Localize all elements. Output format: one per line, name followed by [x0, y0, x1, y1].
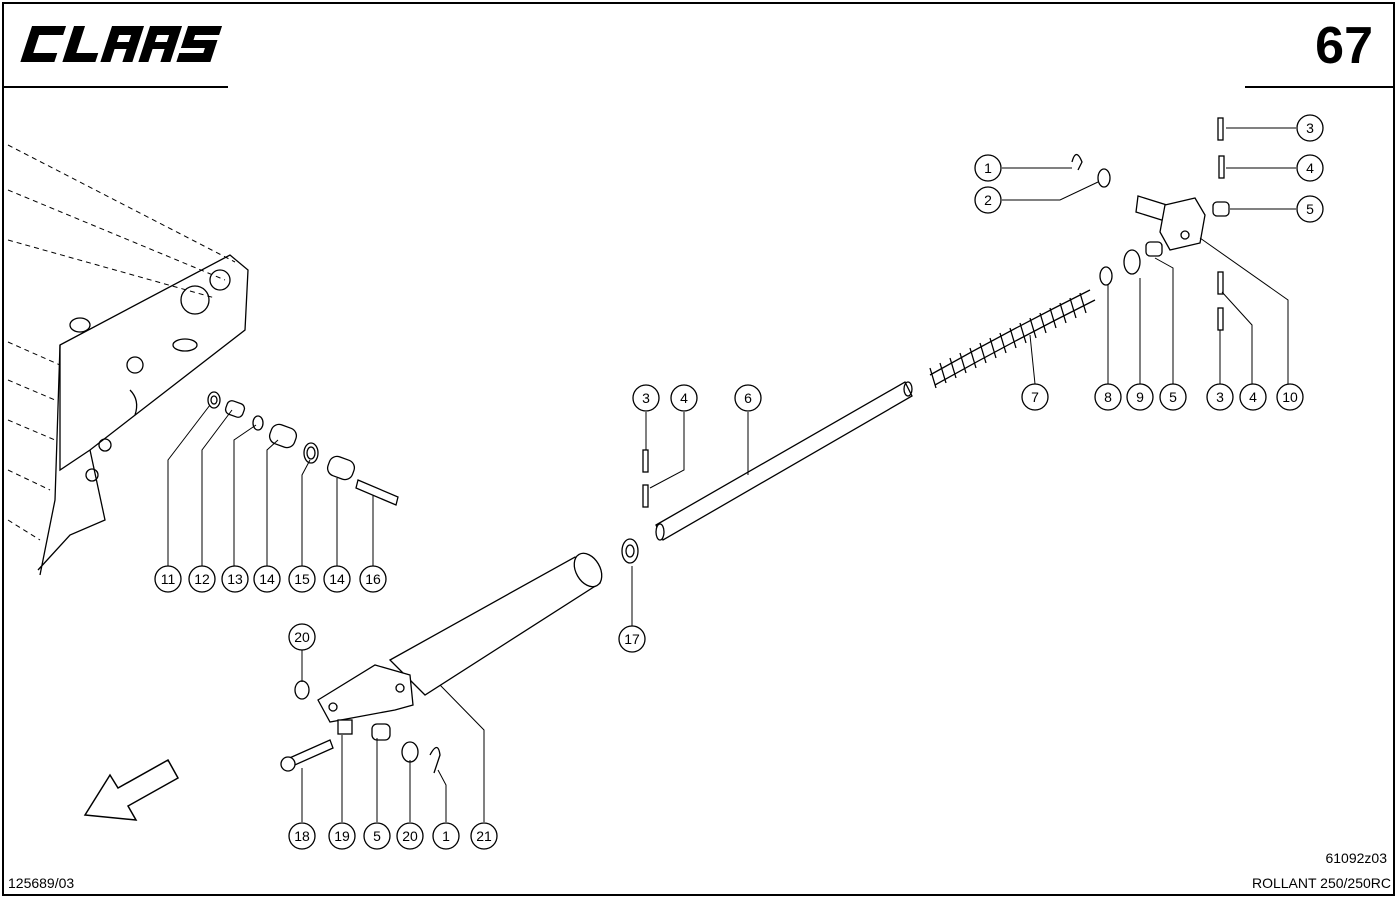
- tube-bracket: [280, 552, 603, 774]
- svg-text:5: 5: [1306, 201, 1314, 217]
- svg-text:1: 1: [984, 160, 992, 176]
- callout-2-top: 2: [974, 186, 1002, 214]
- svg-text:4: 4: [1306, 160, 1314, 176]
- svg-text:5: 5: [373, 828, 381, 844]
- svg-text:4: 4: [680, 390, 688, 406]
- svg-text:3: 3: [642, 390, 650, 406]
- callout-14b: 14: [323, 565, 351, 593]
- document-number: 125689/03: [8, 875, 75, 891]
- svg-text:19: 19: [334, 828, 350, 844]
- claas-logo-graphic: [20, 26, 223, 62]
- svg-text:7: 7: [1031, 389, 1039, 405]
- svg-text:14: 14: [329, 571, 345, 587]
- header-rule-right: [1245, 86, 1395, 88]
- callout-10: 10: [1276, 383, 1304, 411]
- callout-4-right: 4: [1239, 383, 1267, 411]
- svg-text:5: 5: [1169, 389, 1177, 405]
- machine-frame: [7, 144, 249, 576]
- svg-text:20: 20: [294, 629, 310, 645]
- bearing-stack: [207, 391, 399, 506]
- long-shaft: [621, 381, 913, 564]
- svg-text:21: 21: [476, 828, 492, 844]
- callout-20-bottom: 20: [396, 822, 424, 850]
- svg-text:11: 11: [161, 571, 176, 587]
- callout-4-top: 4: [1296, 154, 1324, 182]
- claas-logo: [14, 20, 234, 73]
- svg-text:14: 14: [259, 571, 275, 587]
- callout-7: 7: [1021, 383, 1049, 411]
- callout-18: 18: [288, 822, 316, 850]
- callout-11: 11: [154, 565, 182, 593]
- svg-text:10: 10: [1282, 389, 1298, 405]
- svg-text:4: 4: [1249, 389, 1257, 405]
- svg-text:6: 6: [744, 390, 752, 406]
- callout-12: 12: [188, 565, 216, 593]
- callout-21: 21: [470, 822, 498, 850]
- callout-8: 8: [1094, 383, 1122, 411]
- svg-text:3: 3: [1306, 120, 1314, 136]
- svg-text:16: 16: [365, 571, 381, 587]
- leader-lines: [167, 127, 1296, 822]
- model-name: ROLLANT 250/250RC: [1251, 875, 1391, 891]
- header-rule-left: [2, 86, 228, 88]
- callout-9: 9: [1126, 383, 1154, 411]
- svg-text:17: 17: [624, 631, 640, 647]
- callout-4-mid: 4: [670, 384, 698, 412]
- callout-6: 6: [734, 384, 762, 412]
- svg-text:13: 13: [227, 571, 243, 587]
- svg-text:15: 15: [294, 571, 310, 587]
- callout-3-top: 3: [1296, 114, 1324, 142]
- callout-14a: 14: [253, 565, 281, 593]
- callout-13: 13: [221, 565, 249, 593]
- svg-text:18: 18: [294, 828, 310, 844]
- arrow-down-left-icon: [83, 758, 180, 821]
- callout-5-mid: 5: [1159, 383, 1187, 411]
- callout-20-top: 20: [288, 623, 316, 651]
- callout-17: 17: [618, 625, 646, 653]
- callout-1-top: 1: [974, 154, 1002, 182]
- callout-3-mid: 3: [632, 384, 660, 412]
- callout-15: 15: [288, 565, 316, 593]
- page-number: 67: [1315, 17, 1373, 75]
- svg-text:20: 20: [402, 828, 418, 844]
- svg-text:2: 2: [984, 192, 992, 208]
- svg-text:9: 9: [1136, 389, 1144, 405]
- callout-1-bottom: 1: [432, 822, 460, 850]
- callout-3-right: 3: [1206, 383, 1234, 411]
- callout-19: 19: [328, 822, 356, 850]
- svg-text:3: 3: [1216, 389, 1224, 405]
- spring-assembly: [929, 117, 1230, 389]
- svg-text:12: 12: [194, 571, 210, 587]
- callout-16: 16: [359, 565, 387, 593]
- callout-5-bottom: 5: [363, 822, 391, 850]
- callout-5-top: 5: [1296, 195, 1324, 223]
- svg-text:1: 1: [442, 828, 450, 844]
- drawing-code: 61092z03: [1325, 850, 1387, 866]
- svg-text:8: 8: [1104, 389, 1112, 405]
